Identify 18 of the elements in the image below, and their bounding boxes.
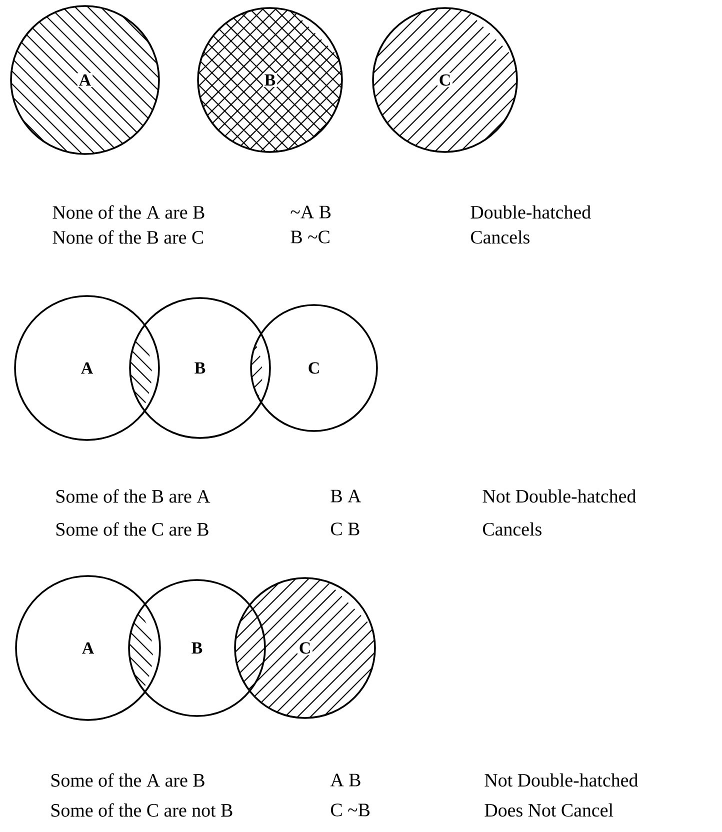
- statement-text: Not Double-hatched: [484, 773, 638, 787]
- statement-text: C ~B: [330, 804, 370, 816]
- statement-text: Does Not Cancel: [484, 803, 614, 817]
- statement-text: Cancels: [470, 230, 530, 244]
- statement-text: B ~C: [290, 230, 330, 244]
- statement-text: Not Double-hatched: [482, 489, 636, 503]
- statement-text: C B: [330, 522, 360, 536]
- statement-text: Some of the C are B: [56, 522, 208, 536]
- statement-text: Cancels: [482, 522, 542, 536]
- statement-text: Some of the B are A: [56, 489, 210, 503]
- statement-text: Some of the C are not B: [51, 803, 232, 817]
- statement-text: Double-hatched: [470, 205, 591, 219]
- statement-text: None of the A are B: [52, 205, 204, 219]
- statement-text: ~A B: [290, 206, 331, 218]
- statement-text: B A: [330, 490, 362, 502]
- statement-text: A B: [330, 774, 360, 786]
- statement-text: Some of the A are B: [51, 773, 204, 787]
- statement-text: None of the B are C: [52, 230, 204, 244]
